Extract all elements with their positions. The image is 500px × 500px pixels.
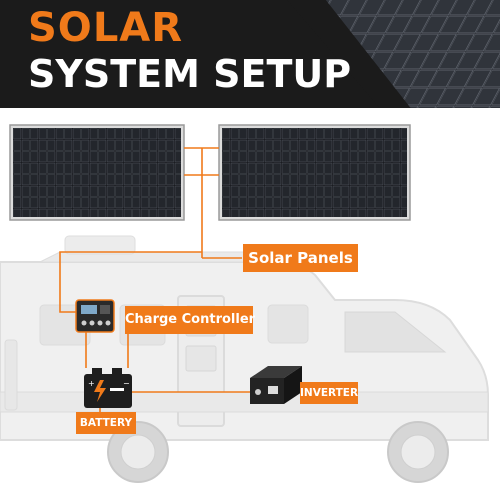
battery-icon: + − — [84, 368, 132, 408]
wiring — [59, 147, 250, 412]
charge-controller-icon — [75, 299, 115, 333]
svg-text:−: − — [123, 379, 130, 388]
solar-panel-right — [218, 124, 411, 221]
title-line-1: SOLAR — [28, 5, 184, 51]
svg-text:+: + — [88, 379, 95, 388]
inverter-icon — [250, 366, 302, 404]
diagram-canvas: + − — [0, 124, 489, 483]
rv-illustration — [0, 235, 489, 483]
title-line-2: SYSTEM SETUP — [28, 52, 352, 96]
header-banner: SOLAR SYSTEM SETUP — [0, 0, 500, 108]
solar-panel-left — [9, 124, 185, 221]
header-solar-panel-image — [287, 0, 500, 108]
label-inverter: INVERTER — [300, 382, 358, 404]
label-charge-controller: Charge Controller — [125, 306, 255, 334]
label-solar-panels: Solar Panels — [243, 244, 358, 272]
label-battery: BATTERY — [76, 412, 136, 434]
